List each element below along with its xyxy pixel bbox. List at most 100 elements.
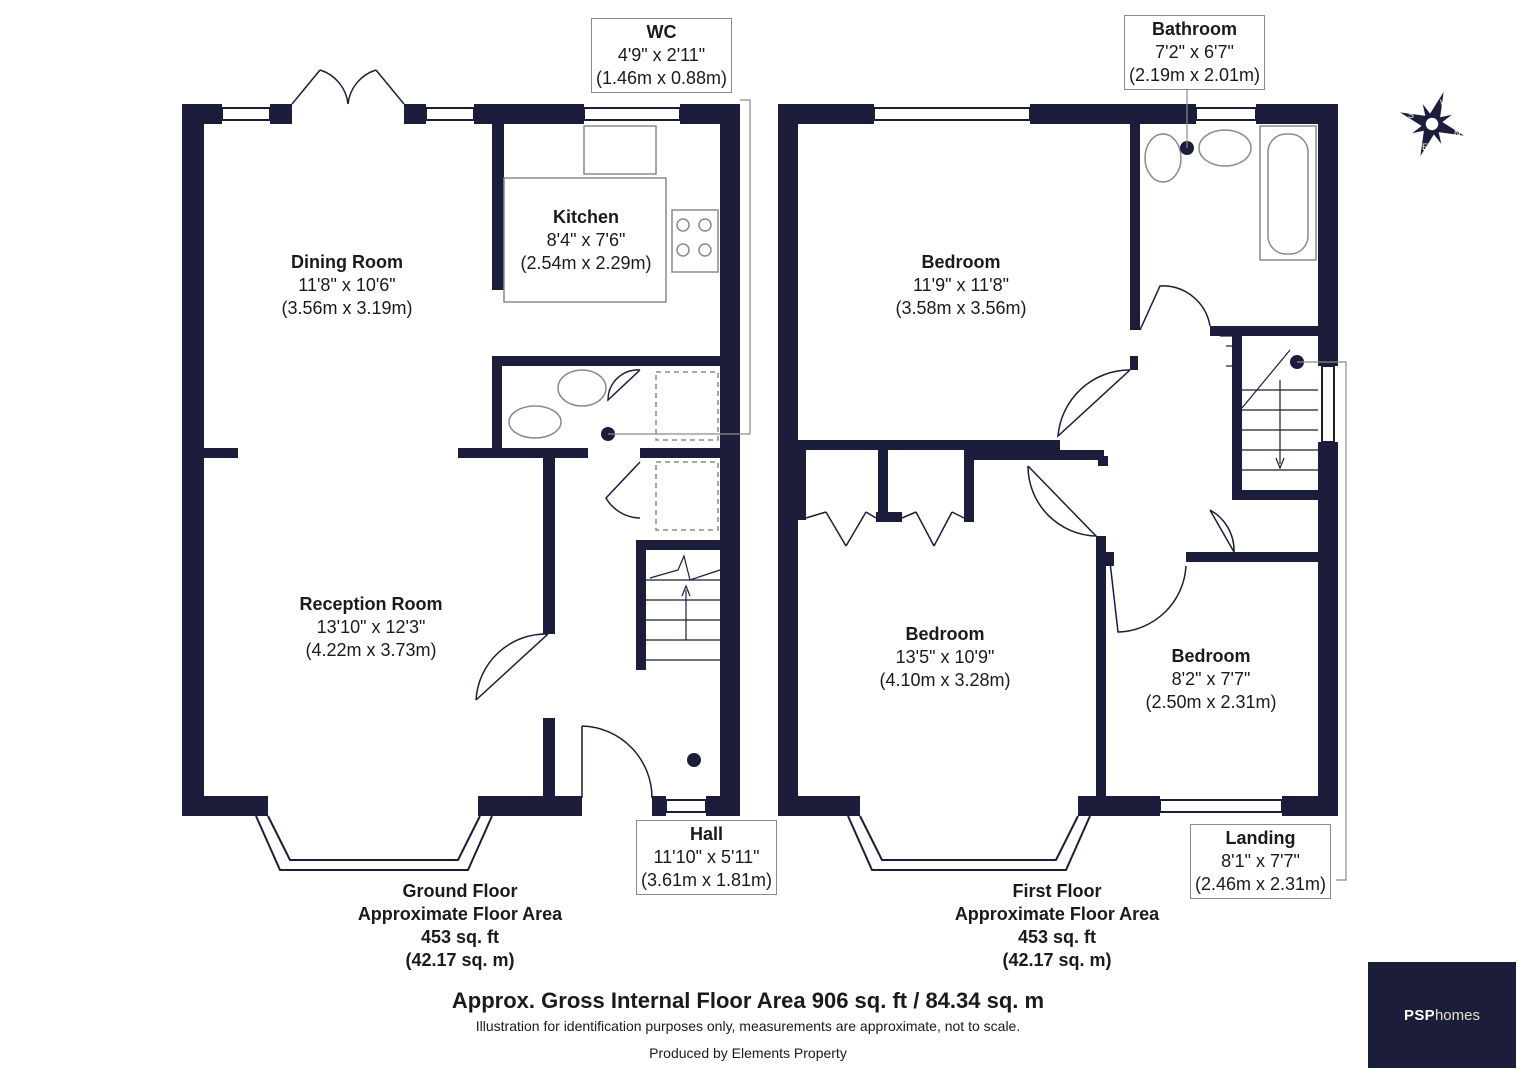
hall-label: Hall 11'10" x 5'11" (3.61m x 1.81m) [636, 820, 778, 895]
bathroom-wall-west [1130, 124, 1140, 330]
hall-wall-lower [543, 718, 555, 798]
first-floor-sqm: (42.17 sq. m) [1002, 950, 1112, 970]
ground-floor-doors [291, 69, 653, 799]
bedroom1-metric: (3.58m x 3.56m) [895, 298, 1027, 318]
dining-room-imperial: 11'8" x 10'6" [298, 275, 396, 295]
bedroom3-label: Bedroom 8'2" x 7'7" (2.50m x 2.31m) [1145, 645, 1276, 714]
ff-wall-east-1 [1318, 104, 1338, 366]
bath [1259, 125, 1317, 261]
first-floor-title: First Floor [1012, 881, 1102, 901]
gf-wall-top-2 [270, 104, 292, 124]
first-floor-leaders [1186, 90, 1347, 881]
stair-wall-side [636, 540, 646, 670]
kitchen-metric: (2.54m x 2.29m) [520, 253, 652, 273]
bedroom3-wall-north [1186, 552, 1318, 562]
ff-wall-east-2 [1318, 442, 1338, 816]
wc-toilet [508, 405, 562, 439]
bedroom2-imperial: 13'5" x 10'9" [895, 647, 995, 667]
gf-wall-top-1 [182, 104, 222, 124]
landing-label: Landing 8'1" x 7'7" (2.46m x 2.31m) [1190, 824, 1332, 899]
dining-room-label: Dining Room 11'8" x 10'6" (3.56m x 3.19m… [281, 251, 412, 320]
wc-metric: (1.46m x 0.88m) [596, 68, 728, 88]
wardrobe-divider [878, 450, 888, 520]
first-floor-windows [847, 107, 1335, 871]
first-floor-doors [805, 285, 1235, 633]
bedroom2-label: Bedroom 13'5" x 10'9" (4.10m x 3.28m) [879, 623, 1010, 692]
kitchen-worktop [503, 177, 667, 303]
bedroom3-imperial: 8'2" x 7'7" [1171, 669, 1251, 689]
bathroom-wall-south [1210, 326, 1318, 336]
bedroom2-metric: (4.10m x 3.28m) [879, 670, 1011, 690]
bathroom-imperial: 7'2" x 6'7" [1155, 42, 1234, 62]
ground-floor-title: Ground Floor [402, 881, 518, 901]
bedroom1-imperial: 11'9" x 11'8" [912, 275, 1010, 295]
bedroom1-label: Bedroom 11'9" x 11'8" (3.58m x 3.56m) [895, 251, 1026, 320]
ff-wall-bottom-1 [778, 796, 860, 816]
dining-room-name: Dining Room [291, 252, 403, 272]
gf-wall-bottom-2 [478, 796, 582, 816]
ground-floor-windows [221, 107, 707, 871]
landing-wall-top [974, 450, 1104, 460]
wc-imperial: 4'9" x 2'11" [617, 45, 706, 65]
ground-floor-walls [182, 104, 740, 816]
gf-wall-west [182, 104, 204, 816]
disclaimer: Illustration for identification purposes… [475, 1018, 1021, 1034]
reception-room-label: Reception Room 13'10" x 12'3" (4.22m x 3… [299, 593, 442, 662]
ground-stairs [646, 554, 721, 661]
first-floor-subtitle: Approximate Floor Area [954, 904, 1160, 924]
ground-floor-summary: Ground Floor Approximate Floor Area 453 … [358, 880, 562, 972]
first-floor-sqft: 453 sq. ft [1017, 927, 1097, 947]
stair-wall [1232, 336, 1242, 496]
hall-wall-upper [543, 458, 555, 634]
compass-s: S [1408, 110, 1414, 120]
dining-stub-right [458, 448, 588, 458]
producer-credit: Produced by Elements Property [649, 1045, 847, 1061]
bedroom3-name: Bedroom [1171, 646, 1251, 666]
hall-imperial: 11'10" x 5'11" [653, 847, 760, 867]
gf-wall-bottom-3 [652, 796, 666, 816]
bedroom3-metric: (2.50m x 2.31m) [1145, 692, 1277, 712]
ground-floor-sqft: 453 sq. ft [420, 927, 500, 947]
bedroom2-name: Bedroom [905, 624, 985, 644]
wc-basin [557, 369, 607, 407]
stair-wall-top [636, 540, 740, 550]
first-floor-fixtures [1144, 125, 1318, 471]
landing-metric: (2.46m x 2.31m) [1195, 874, 1327, 894]
ground-floor-leaders [608, 99, 751, 435]
bathroom-basin [1198, 129, 1252, 167]
ff-wall-bottom-2 [1078, 796, 1160, 816]
gf-wall-top-3 [404, 104, 426, 124]
kitchen-imperial: 8'4" x 7'6" [546, 230, 626, 250]
ff-wall-top-2 [1030, 104, 1196, 124]
kitchen-hob [671, 209, 719, 273]
hall-metric: (3.61m x 1.81m) [641, 870, 773, 890]
compass-n: N [1454, 128, 1461, 138]
reception-room-name: Reception Room [299, 594, 443, 614]
ff-wall-top-1 [778, 104, 874, 124]
bathroom-stub [1130, 356, 1138, 370]
logo-light: homes [1434, 1006, 1480, 1024]
wardrobe-divider-2 [964, 450, 974, 520]
ff-wall-bottom-3 [1282, 796, 1338, 816]
cupboard-2 [655, 461, 719, 531]
kitchen-name: Kitchen [552, 207, 620, 227]
ground-floor-subtitle: Approximate Floor Area [357, 904, 563, 924]
bathroom-metric: (2.19m x 2.01m) [1129, 65, 1261, 85]
dining-room-metric: (3.56m x 3.19m) [281, 298, 413, 318]
bath-inner [1267, 133, 1309, 255]
kitchen-label: Kitchen 8'4" x 7'6" (2.54m x 2.29m) [520, 206, 651, 275]
gf-wall-bottom-1 [182, 796, 268, 816]
gf-wall-east [720, 104, 740, 816]
kitchen-wall-west [492, 124, 504, 290]
first-floor-walls [778, 104, 1338, 816]
dining-stub-left [204, 448, 238, 458]
cupboard-1 [655, 371, 719, 441]
ground-floor-sqm: (42.17 sq. m) [405, 950, 515, 970]
logo-bold: PSP [1404, 1006, 1435, 1024]
ff-wall-west [778, 104, 798, 816]
ground-floor-fixtures [503, 125, 721, 661]
wc-label: WC 4'9" x 2'11" (1.46m x 0.88m) [591, 18, 733, 93]
bathroom-toilet [1144, 133, 1182, 183]
